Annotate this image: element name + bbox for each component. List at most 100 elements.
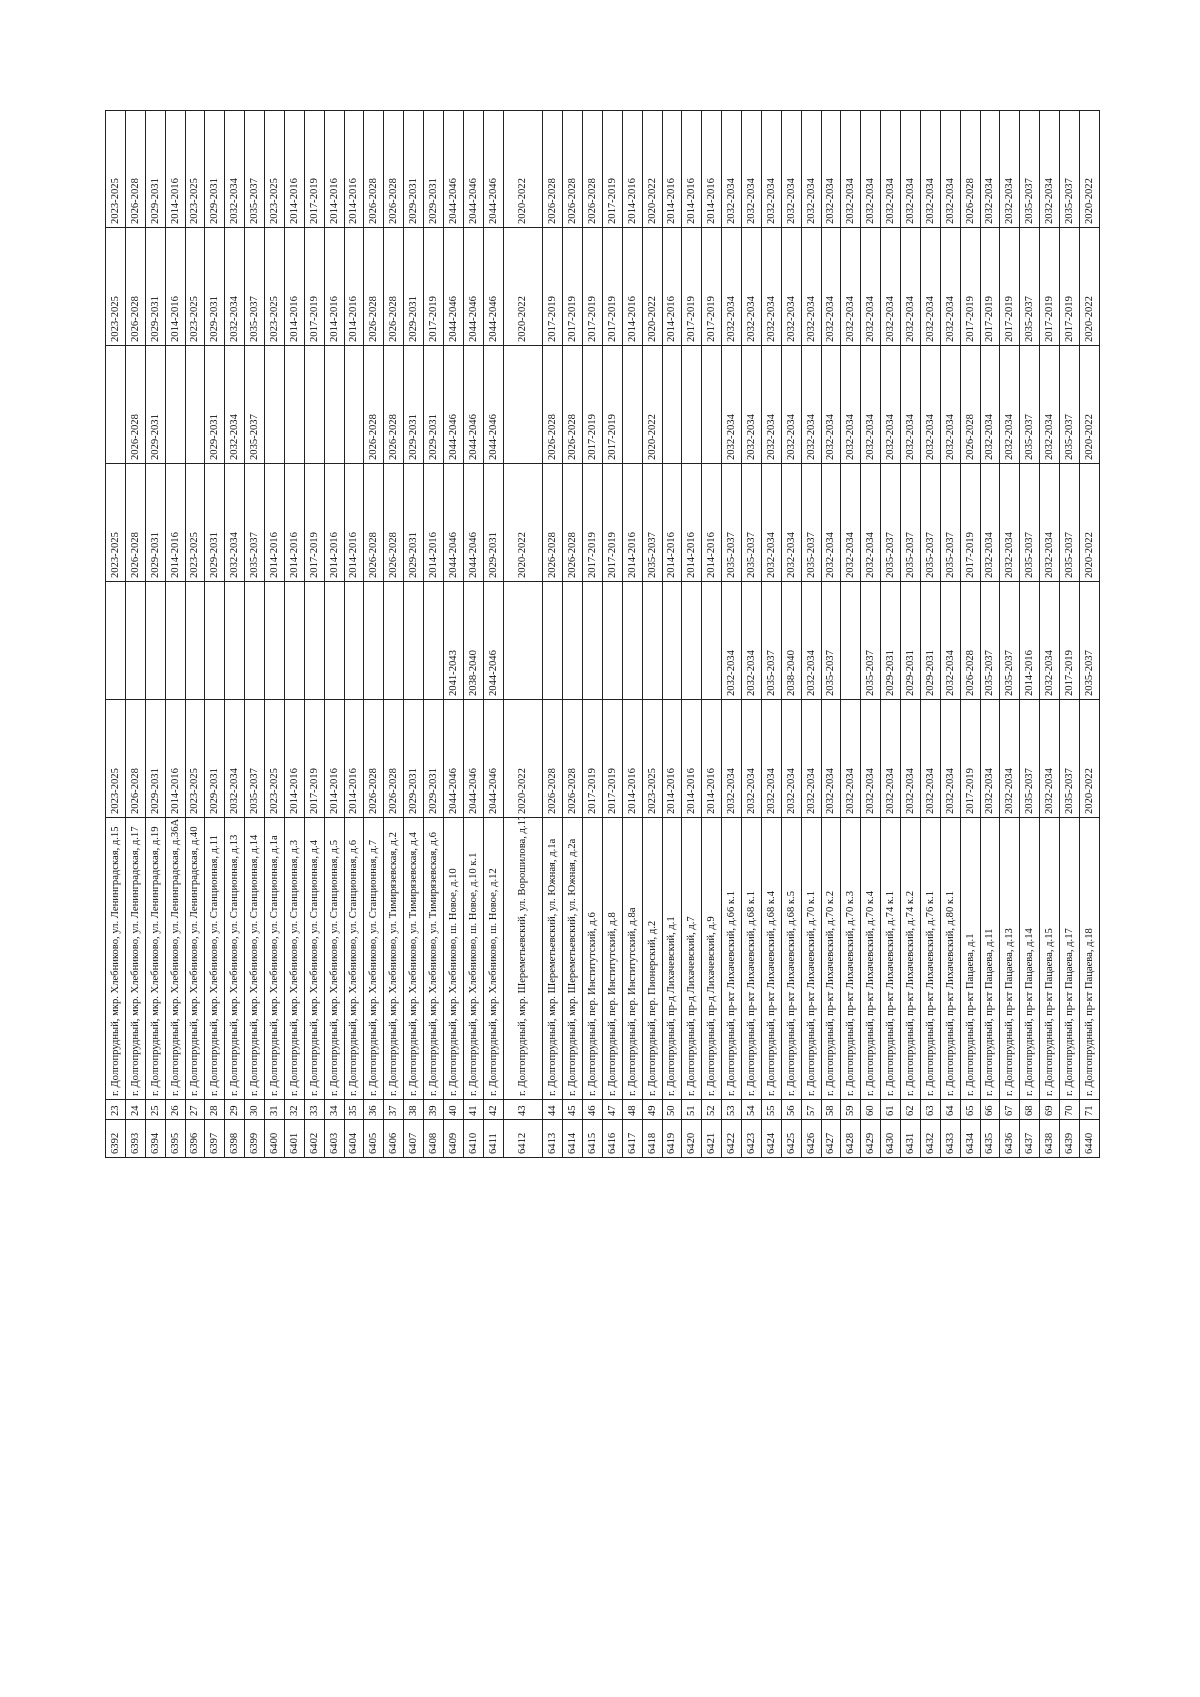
cell-record-id: 6398 bbox=[224, 1119, 245, 1158]
cell-row-number: 68 bbox=[1019, 1099, 1040, 1120]
cell-period-2 bbox=[165, 581, 185, 700]
cell-period-5: 2032-2034 bbox=[224, 227, 245, 346]
cell-period-1: 2032-2034 bbox=[1039, 699, 1060, 818]
cell-period-3: 2044-2046 bbox=[443, 463, 464, 582]
cell-record-id: 6433 bbox=[940, 1119, 961, 1158]
cell-period-1: 2032-2034 bbox=[840, 699, 861, 818]
cell-period-3: 2035-2037 bbox=[642, 463, 662, 582]
cell-period-6: 2014-2016 bbox=[681, 110, 702, 228]
cell-period-4: 2032-2034 bbox=[741, 345, 762, 464]
cell-period-2: 2032-2034 bbox=[940, 581, 961, 700]
cell-address: г. Долгопрудный, пр-кт Пацаева, д.14 bbox=[1019, 817, 1040, 1100]
cell-address: г. Долгопрудный, пр-кт Пацаева, д.1 bbox=[960, 817, 980, 1100]
cell-row-number: 40 bbox=[443, 1099, 464, 1120]
cell-period-1: 2023-2025 bbox=[105, 699, 126, 818]
cell-period-3: 2026-2028 bbox=[383, 463, 404, 582]
cell-period-2 bbox=[423, 581, 444, 700]
cell-row-number: 58 bbox=[821, 1099, 841, 1120]
cell-period-2: 2038-2040 bbox=[463, 581, 484, 700]
cell-period-5: 2044-2046 bbox=[483, 227, 503, 346]
cell-period-2: 2032-2034 bbox=[721, 581, 742, 700]
cell-period-3: 2023-2025 bbox=[105, 463, 126, 582]
cell-period-1: 2035-2037 bbox=[1059, 699, 1080, 818]
cell-period-4: 2032-2034 bbox=[781, 345, 802, 464]
cell-row-number: 42 bbox=[483, 1099, 503, 1120]
cell-period-5: 2035-2037 bbox=[244, 227, 265, 346]
cell-period-2 bbox=[562, 581, 583, 700]
cell-period-5: 2017-2019 bbox=[582, 227, 603, 346]
cell-period-3: 2017-2019 bbox=[602, 463, 623, 582]
cell-period-3: 2044-2046 bbox=[463, 463, 484, 582]
cell-period-3: 2032-2034 bbox=[821, 463, 841, 582]
cell-period-4: 2026-2028 bbox=[383, 345, 404, 464]
cell-period-3: 2017-2019 bbox=[582, 463, 603, 582]
cell-period-6: 2032-2034 bbox=[840, 110, 861, 228]
cell-period-1: 2035-2037 bbox=[1019, 699, 1040, 818]
cell-period-3: 2014-2016 bbox=[284, 463, 305, 582]
cell-row-number: 36 bbox=[363, 1099, 384, 1120]
cell-period-6: 2029-2031 bbox=[145, 110, 166, 228]
cell-period-4: 2032-2034 bbox=[801, 345, 821, 464]
cell-period-6: 2014-2016 bbox=[324, 110, 344, 228]
cell-address: г. Долгопрудный, мкр. Хлебниково, ул. Ст… bbox=[224, 817, 245, 1100]
cell-address: г. Долгопрудный, пр-кт Пацаева, д.18 bbox=[1079, 817, 1100, 1100]
cell-period-6: 2026-2028 bbox=[542, 110, 563, 228]
cell-period-6: 2014-2016 bbox=[622, 110, 643, 228]
cell-record-id: 6421 bbox=[701, 1119, 722, 1158]
cell-period-6: 2017-2019 bbox=[304, 110, 325, 228]
cell-period-3: 2029-2031 bbox=[403, 463, 424, 582]
cell-period-6: 2044-2046 bbox=[463, 110, 484, 228]
cell-period-1: 2032-2034 bbox=[224, 699, 245, 818]
cell-period-6: 2023-2025 bbox=[105, 110, 126, 228]
cell-period-4: 2017-2019 bbox=[582, 345, 603, 464]
cell-period-1: 2032-2034 bbox=[781, 699, 802, 818]
cell-period-5: 2032-2034 bbox=[721, 227, 742, 346]
cell-period-1: 2029-2031 bbox=[403, 699, 424, 818]
cell-period-4 bbox=[344, 345, 364, 464]
cell-period-1: 2032-2034 bbox=[741, 699, 762, 818]
cell-period-2: 2029-2031 bbox=[900, 581, 921, 700]
cell-period-3: 2029-2031 bbox=[483, 463, 503, 582]
cell-period-4: 2032-2034 bbox=[920, 345, 941, 464]
cell-record-id: 6413 bbox=[542, 1119, 563, 1158]
cell-row-number: 56 bbox=[781, 1099, 802, 1120]
cell-address: г. Долгопрудный, пр-кт Лихачевский, д.76… bbox=[920, 817, 941, 1100]
cell-period-5: 2014-2016 bbox=[662, 227, 682, 346]
cell-period-4: 2032-2034 bbox=[721, 345, 742, 464]
cell-period-2 bbox=[204, 581, 225, 700]
cell-period-2 bbox=[344, 581, 364, 700]
cell-period-2: 2041-2043 bbox=[443, 581, 464, 700]
cell-address: г. Долгопрудный, пр-кт Пацаева, д.17 bbox=[1059, 817, 1080, 1100]
cell-period-1: 2032-2034 bbox=[821, 699, 841, 818]
cell-period-1: 2035-2037 bbox=[244, 699, 265, 818]
cell-record-id: 6409 bbox=[443, 1119, 464, 1158]
cell-record-id: 6412 bbox=[503, 1119, 543, 1158]
cell-address: г. Долгопрудный, мкр. Хлебниково, ул. Ти… bbox=[423, 817, 444, 1100]
cell-period-1: 2032-2034 bbox=[761, 699, 782, 818]
cell-period-5: 2026-2028 bbox=[125, 227, 146, 346]
cell-period-3: 2014-2016 bbox=[165, 463, 185, 582]
cell-period-6: 2032-2034 bbox=[781, 110, 802, 228]
cell-address: г. Долгопрудный, мкр. Шереметьевский, ул… bbox=[562, 817, 583, 1100]
cell-period-3: 2014-2016 bbox=[423, 463, 444, 582]
cell-period-4: 2032-2034 bbox=[880, 345, 901, 464]
cell-period-6: 2020-2022 bbox=[1079, 110, 1100, 228]
cell-address: г. Долгопрудный, пр-кт Пацаева, д.13 bbox=[999, 817, 1020, 1100]
cell-period-2: 2035-2037 bbox=[821, 581, 841, 700]
cell-record-id: 6422 bbox=[721, 1119, 742, 1158]
cell-period-4: 2032-2034 bbox=[999, 345, 1020, 464]
cell-address: г. Долгопрудный, мкр. Хлебниково, ул. Ст… bbox=[363, 817, 384, 1100]
cell-period-5: 2032-2034 bbox=[801, 227, 821, 346]
cell-period-3: 2035-2037 bbox=[900, 463, 921, 582]
cell-period-4: 2032-2034 bbox=[224, 345, 245, 464]
